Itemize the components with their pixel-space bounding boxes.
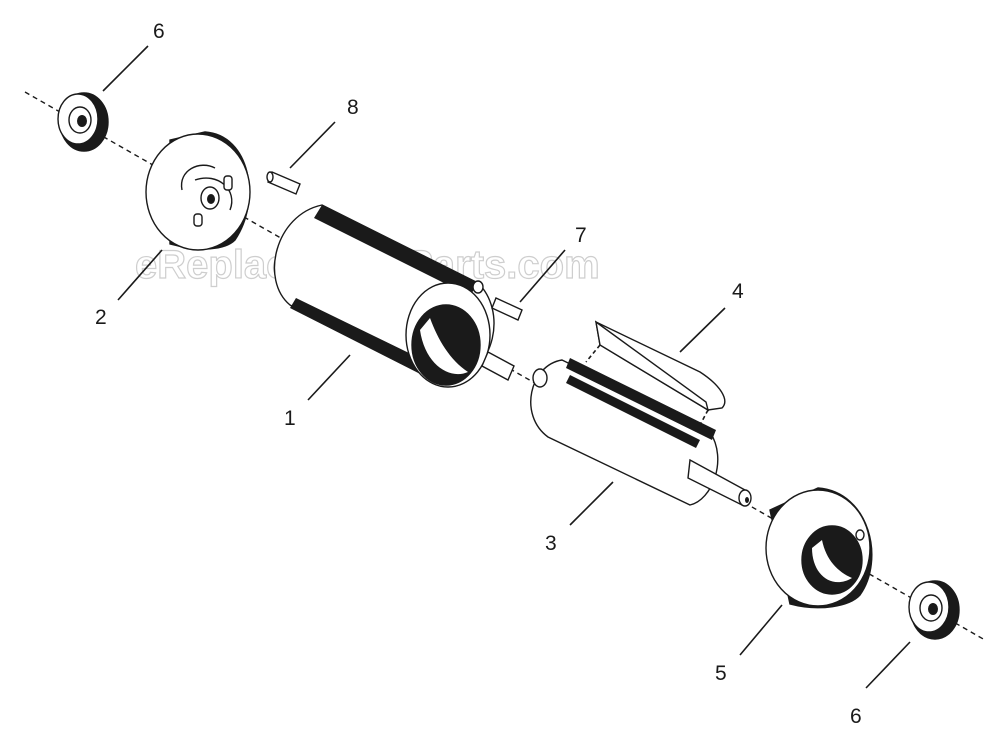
callout-4: 4 bbox=[732, 280, 744, 303]
vane bbox=[585, 320, 726, 426]
callout-5: 5 bbox=[715, 662, 727, 685]
callout-3: 3 bbox=[545, 532, 557, 555]
bearing-top bbox=[57, 92, 109, 152]
rotor bbox=[530, 358, 752, 507]
pin-lower bbox=[481, 297, 523, 381]
bearing-bottom bbox=[908, 580, 960, 640]
callout-2: 2 bbox=[95, 306, 107, 329]
leader-6-top bbox=[102, 45, 149, 92]
leader-2 bbox=[117, 249, 163, 301]
callout-1: 1 bbox=[284, 407, 296, 430]
leader-3 bbox=[569, 481, 614, 526]
end-plate-left bbox=[145, 131, 251, 251]
end-plate-right bbox=[765, 487, 873, 609]
leader-4 bbox=[679, 307, 726, 353]
callout-7: 7 bbox=[575, 224, 587, 247]
leader-1 bbox=[307, 354, 351, 401]
leader-5 bbox=[739, 604, 783, 656]
housing bbox=[273, 204, 495, 388]
callout-6-bottom: 6 bbox=[850, 705, 862, 728]
pin-upper bbox=[266, 171, 301, 195]
leader-8 bbox=[289, 121, 336, 169]
leader-7 bbox=[519, 249, 566, 303]
callout-8: 8 bbox=[347, 96, 359, 119]
callout-6-top: 6 bbox=[153, 20, 165, 43]
leader-6-bottom bbox=[865, 641, 911, 689]
